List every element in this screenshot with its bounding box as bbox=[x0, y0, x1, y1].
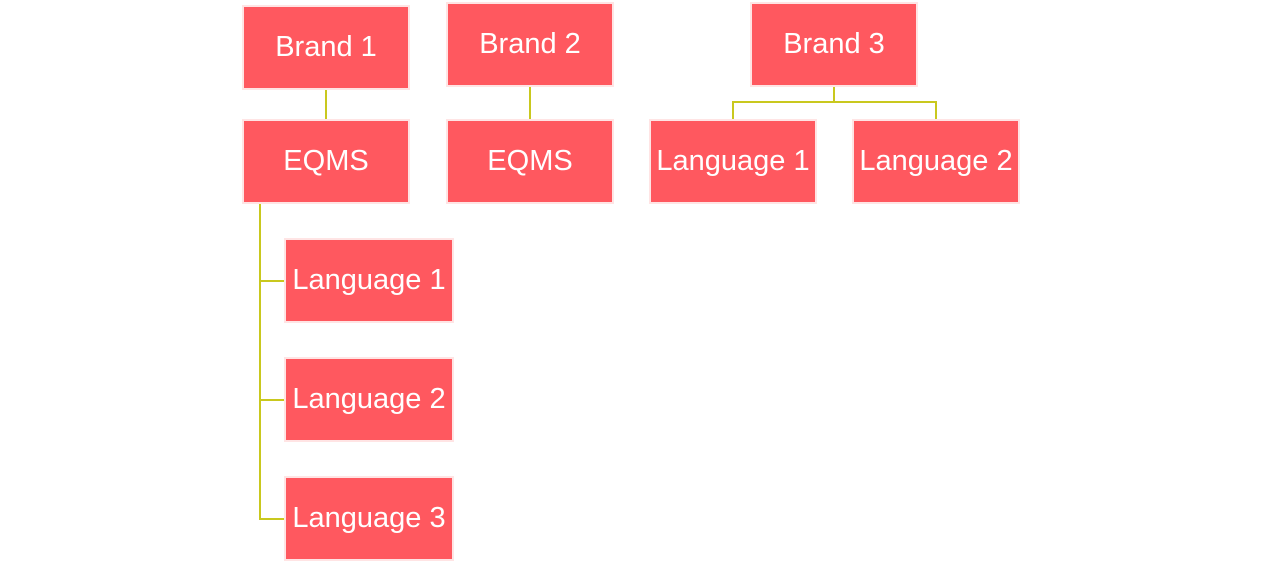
node-brand-1-eqms-language-1: Language 1 bbox=[284, 238, 454, 323]
node-label: EQMS bbox=[487, 145, 573, 177]
node-brand-2: Brand 2 bbox=[446, 2, 614, 87]
node-brand-1-eqms: EQMS bbox=[242, 119, 410, 204]
node-label: Brand 1 bbox=[275, 31, 377, 63]
edge-eqms-language1 bbox=[259, 204, 284, 282]
node-label: Language 3 bbox=[292, 502, 446, 534]
node-label: EQMS bbox=[283, 145, 369, 177]
edge-eqms-language2 bbox=[259, 204, 284, 401]
node-brand-3-language-2: Language 2 bbox=[852, 119, 1020, 204]
node-label: Language 2 bbox=[292, 383, 446, 415]
node-brand-3: Brand 3 bbox=[750, 2, 918, 87]
node-label: Language 1 bbox=[656, 145, 810, 177]
node-label: Brand 3 bbox=[783, 28, 885, 60]
edge-brand3-language1 bbox=[732, 87, 835, 119]
node-brand-2-eqms: EQMS bbox=[446, 119, 614, 204]
node-brand-1-eqms-language-3: Language 3 bbox=[284, 476, 454, 561]
node-brand-3-language-1: Language 1 bbox=[649, 119, 817, 204]
node-brand-1: Brand 1 bbox=[242, 5, 410, 90]
edge-eqms-language3 bbox=[259, 204, 284, 520]
edge-brand3-language2 bbox=[833, 87, 937, 119]
node-label: Language 2 bbox=[859, 145, 1013, 177]
node-brand-1-eqms-language-2: Language 2 bbox=[284, 357, 454, 442]
node-label: Language 1 bbox=[292, 264, 446, 296]
node-label: Brand 2 bbox=[479, 28, 581, 60]
